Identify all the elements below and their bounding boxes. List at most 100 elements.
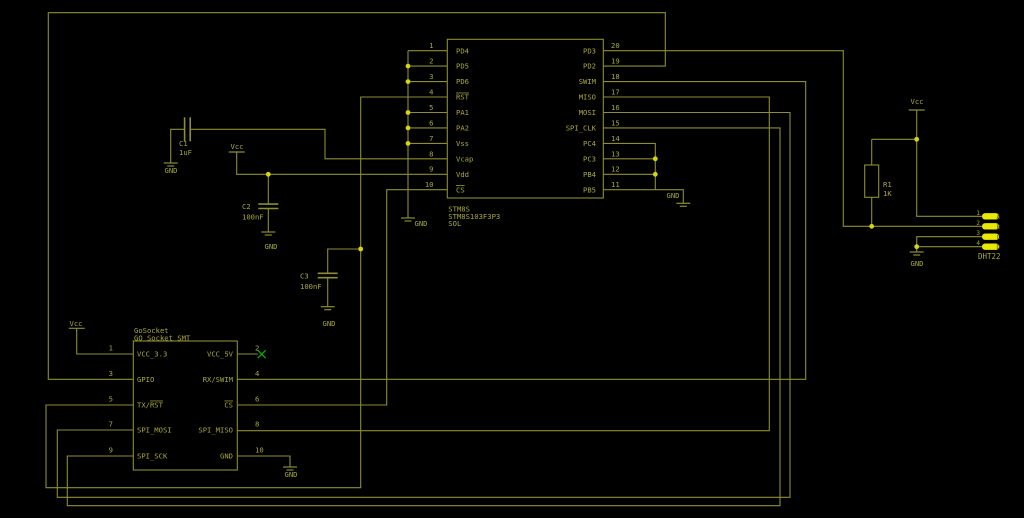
component-ref: STM8S — [448, 205, 470, 214]
pin-number: 20 — [611, 41, 620, 50]
connector-pad — [982, 243, 999, 250]
pad-name: B — [997, 224, 1001, 231]
gnd-symbol: GND — [909, 251, 924, 268]
ic-body — [446, 38, 604, 199]
component-value: 100nF — [300, 282, 322, 291]
gnd-symbol: GND — [283, 466, 298, 479]
component-ref: R1 — [883, 180, 892, 189]
wire — [76, 328, 134, 355]
junction-dot — [358, 246, 364, 252]
component-value: 1uF — [179, 148, 192, 157]
pin-number: 7 — [109, 420, 113, 429]
wire — [170, 128, 185, 163]
pin-number: 2 — [976, 220, 980, 227]
junction-dots — [265, 63, 920, 252]
wires — [45, 12, 982, 507]
pad-name: D — [997, 244, 1001, 251]
pin-number: 10 — [255, 446, 264, 455]
gnd-symbol: GND — [667, 191, 691, 207]
pin-number: 4 — [255, 369, 259, 378]
pin-number: 8 — [429, 149, 433, 158]
junction-dot — [265, 171, 271, 177]
pin-number: 1 — [109, 344, 113, 353]
pin-label: PC4 — [583, 139, 596, 148]
pin-label: PD2 — [583, 62, 596, 71]
pin-number: 5 — [429, 103, 433, 112]
junction-dot — [405, 110, 411, 115]
pin-label: MISO — [579, 93, 596, 102]
pin-label: PD5 — [456, 62, 469, 71]
pin-label: CS — [224, 401, 233, 410]
junction-dot — [405, 79, 411, 84]
pin-number: 5 — [109, 395, 113, 404]
pin-label: MOSI — [579, 108, 596, 117]
connector-pad — [982, 223, 999, 230]
pin-number: 3 — [976, 230, 980, 237]
gnd-symbol: GND — [261, 231, 278, 251]
ic-stm8s[interactable]: 1PD42PD53PD64RST5PA16PA27Vss8Vcap9Vdd10C… — [425, 38, 620, 228]
pin-number: 8 — [255, 420, 259, 429]
no-connect-x-icon — [257, 349, 267, 359]
component-ref: GoSocket — [134, 326, 169, 335]
gnd-label: GND — [285, 470, 298, 479]
junction-dot — [914, 136, 920, 142]
pin-number: 19 — [611, 57, 620, 66]
pin-label: SPI_SCK — [137, 452, 168, 461]
component-ref: STM8S103F3P3 — [448, 212, 500, 221]
junction-dot — [652, 171, 658, 177]
gnd-label: GND — [265, 242, 278, 251]
gnd-symbol: GND — [163, 162, 178, 175]
pin-label: VCC_5V — [207, 350, 234, 359]
pin-label: GND — [220, 452, 233, 461]
wire — [45, 96, 448, 489]
pin-number: 17 — [611, 88, 620, 97]
gnd-label: GND — [911, 259, 924, 268]
component-value: 100nF — [242, 213, 264, 222]
pin-number: 1 — [976, 210, 980, 217]
component-ref: GO Socket SMT — [134, 334, 191, 343]
pin-number: 3 — [429, 72, 433, 81]
pin-label: SPI_CLK — [566, 124, 597, 133]
wire — [56, 111, 791, 498]
pin-label: SWIM — [579, 77, 597, 86]
junction-dot — [914, 244, 920, 250]
vcc-symbol: Vcc — [908, 97, 925, 111]
component-ref: DHT22 — [978, 252, 1001, 261]
pin-number: 9 — [109, 446, 113, 455]
connector-pad — [982, 233, 999, 240]
pin-number: 9 — [429, 165, 433, 174]
pin-label: Vdd — [456, 170, 469, 179]
pin-label: VCC_3.3 — [137, 350, 167, 359]
socket-body — [132, 340, 238, 471]
junction-dot — [652, 156, 658, 162]
component-value: 1K — [883, 189, 892, 198]
pin-number: 10 — [425, 180, 434, 189]
junction-dot — [405, 125, 411, 131]
pin-label: PD3 — [583, 46, 596, 55]
capacitor-c2[interactable]: C2 100nF — [242, 202, 279, 222]
pin-label: GPIO — [137, 375, 154, 384]
pad-name: C — [997, 234, 1001, 241]
pin-label: SPI_MISO — [198, 426, 233, 435]
pin-label: RST — [456, 93, 470, 102]
wire — [237, 81, 807, 380]
component-ref: C2 — [242, 202, 251, 211]
vcc-label: Vcc — [911, 97, 924, 106]
pin-number: 13 — [611, 149, 620, 158]
pin-label: Vcap — [456, 154, 473, 163]
pin-number: 6 — [429, 118, 433, 127]
vcc-label: Vcc — [70, 319, 83, 328]
junction-dot — [869, 223, 875, 229]
connector-pad — [982, 213, 999, 220]
vcc-symbol: Vcc — [228, 142, 245, 153]
wire — [237, 189, 448, 406]
wire — [327, 248, 361, 273]
